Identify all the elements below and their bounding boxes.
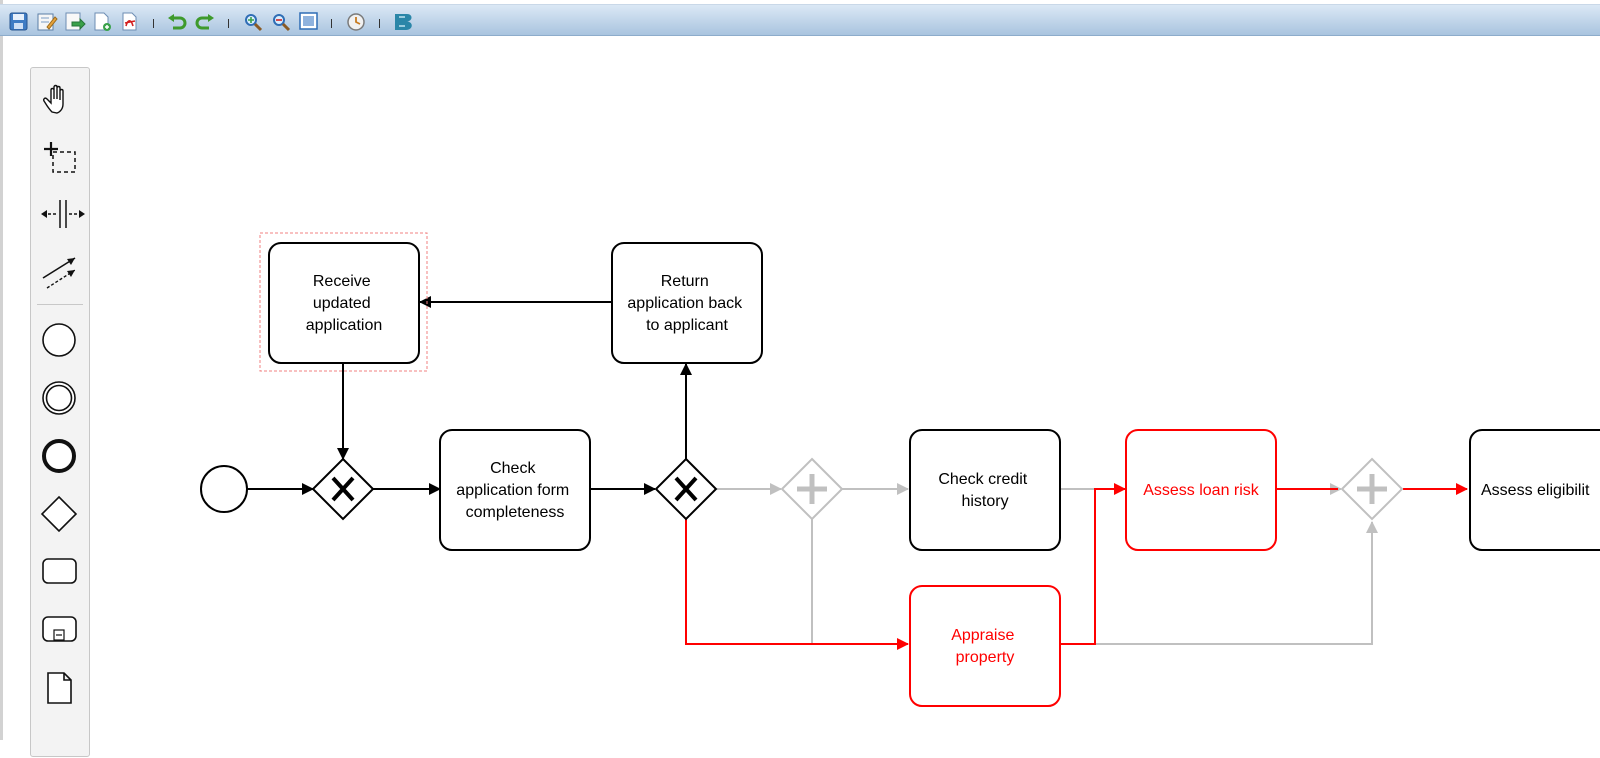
receive-updated-application-task[interactable]: Receive updated application [268, 242, 420, 364]
selection-outline [259, 232, 428, 372]
hand-tool-icon[interactable] [43, 84, 64, 114]
flow-appraise-to-risk[interactable] [1059, 483, 1126, 645]
lasso-tool-icon[interactable] [44, 142, 76, 173]
shape-palette [30, 67, 90, 757]
editor-frame [0, 0, 3, 740]
assess-loan-risk-task[interactable]: Assess loan risk [1125, 429, 1277, 551]
task-label-line: Return [661, 273, 709, 290]
parallel-plus-icon [1357, 474, 1387, 504]
svg-text:Check credit history: Check credit history [938, 471, 1031, 510]
edit-icon[interactable] [37, 13, 58, 31]
flow-appraise-to-join[interactable] [1095, 521, 1378, 645]
toolbar-separator [153, 19, 154, 28]
svg-text:Assess eligibilit: Assess eligibilit [1481, 482, 1590, 499]
end-event-icon[interactable] [42, 439, 76, 473]
task-icon[interactable] [42, 558, 77, 584]
exclusive-gateway-merge[interactable] [311, 457, 375, 521]
export-icon[interactable] [65, 12, 86, 31]
fit-window-icon[interactable] [299, 12, 318, 30]
svg-text:Return application back: Return application back to applicant [627, 273, 746, 334]
new-document-icon[interactable] [94, 12, 111, 31]
task-label-line: Check [490, 460, 536, 477]
space-tool-icon[interactable] [41, 200, 85, 228]
connect-tool-icon[interactable] [42, 257, 76, 289]
task-label-line: property [956, 649, 1015, 666]
toolbar-icons [9, 12, 412, 32]
redo-icon[interactable] [195, 14, 214, 30]
appraise-property-task[interactable]: Appraise property [909, 585, 1061, 707]
svg-text:Appraise property: Appraise property [951, 627, 1019, 666]
toolbar-separator [228, 19, 229, 28]
flow-split-to-appraise[interactable] [685, 519, 909, 650]
task-label-line: application back [627, 295, 743, 312]
parallel-gateway-split[interactable] [780, 457, 844, 521]
task-label-line: Receive [313, 273, 371, 290]
gateway-icon[interactable] [40, 495, 78, 533]
task-label-line: Assess loan risk [1143, 482, 1260, 499]
sequence-flows [247, 296, 692, 495]
assess-eligibility-task[interactable]: Assess eligibilit [1469, 429, 1600, 551]
exclusive-x-icon [331, 476, 355, 502]
task-label-line: updated [313, 295, 371, 312]
toolbar-separator [331, 19, 332, 28]
exclusive-gateway-split[interactable] [654, 457, 718, 521]
svg-text:Check application form: Check application form completeness [456, 460, 573, 521]
check-completeness-task[interactable]: Check application form completeness [439, 429, 591, 551]
highlighted-sequence-flows [685, 483, 1468, 650]
parallel-gateway-join[interactable] [1340, 457, 1404, 521]
zoom-out-icon[interactable] [273, 14, 291, 32]
task-label-line: completeness [466, 504, 565, 521]
pdf-icon[interactable] [122, 12, 137, 31]
data-object-icon[interactable] [47, 672, 72, 704]
zoom-in-icon[interactable] [245, 14, 263, 32]
subprocess-icon[interactable] [42, 616, 77, 642]
exclusive-x-icon [674, 476, 698, 502]
diagram-canvas[interactable]: Receive updated application Return appli… [0, 0, 1600, 740]
task-label-line: Check credit [938, 471, 1027, 488]
task-label-line: Appraise [951, 627, 1014, 644]
simulation-icon[interactable] [347, 13, 365, 31]
svg-text:Assess loan risk: Assess loan risk [1143, 482, 1260, 499]
check-credit-history-task[interactable]: Check credit history [909, 429, 1061, 551]
svg-text:Receive updated ap: Receive updated application [306, 273, 383, 334]
undo-icon[interactable] [168, 14, 187, 30]
return-application-task[interactable]: Return application back to applicant [611, 242, 763, 364]
task-label-line: history [961, 493, 1008, 510]
task-label-line: to applicant [646, 317, 728, 334]
task-label-line: Assess eligibilit [1481, 482, 1590, 499]
save-icon[interactable] [9, 12, 28, 31]
task-label-line: application [306, 317, 383, 334]
start-event-icon[interactable] [42, 323, 76, 357]
parallel-plus-icon [797, 474, 827, 504]
palette-separator [37, 304, 83, 305]
toolbar [0, 4, 1600, 36]
toolbar-separator [379, 19, 380, 28]
intermediate-event-icon[interactable] [42, 381, 76, 415]
bpmn-logo-icon[interactable] [395, 14, 412, 30]
task-label-line: application form [456, 482, 569, 499]
start-event[interactable] [200, 465, 248, 513]
